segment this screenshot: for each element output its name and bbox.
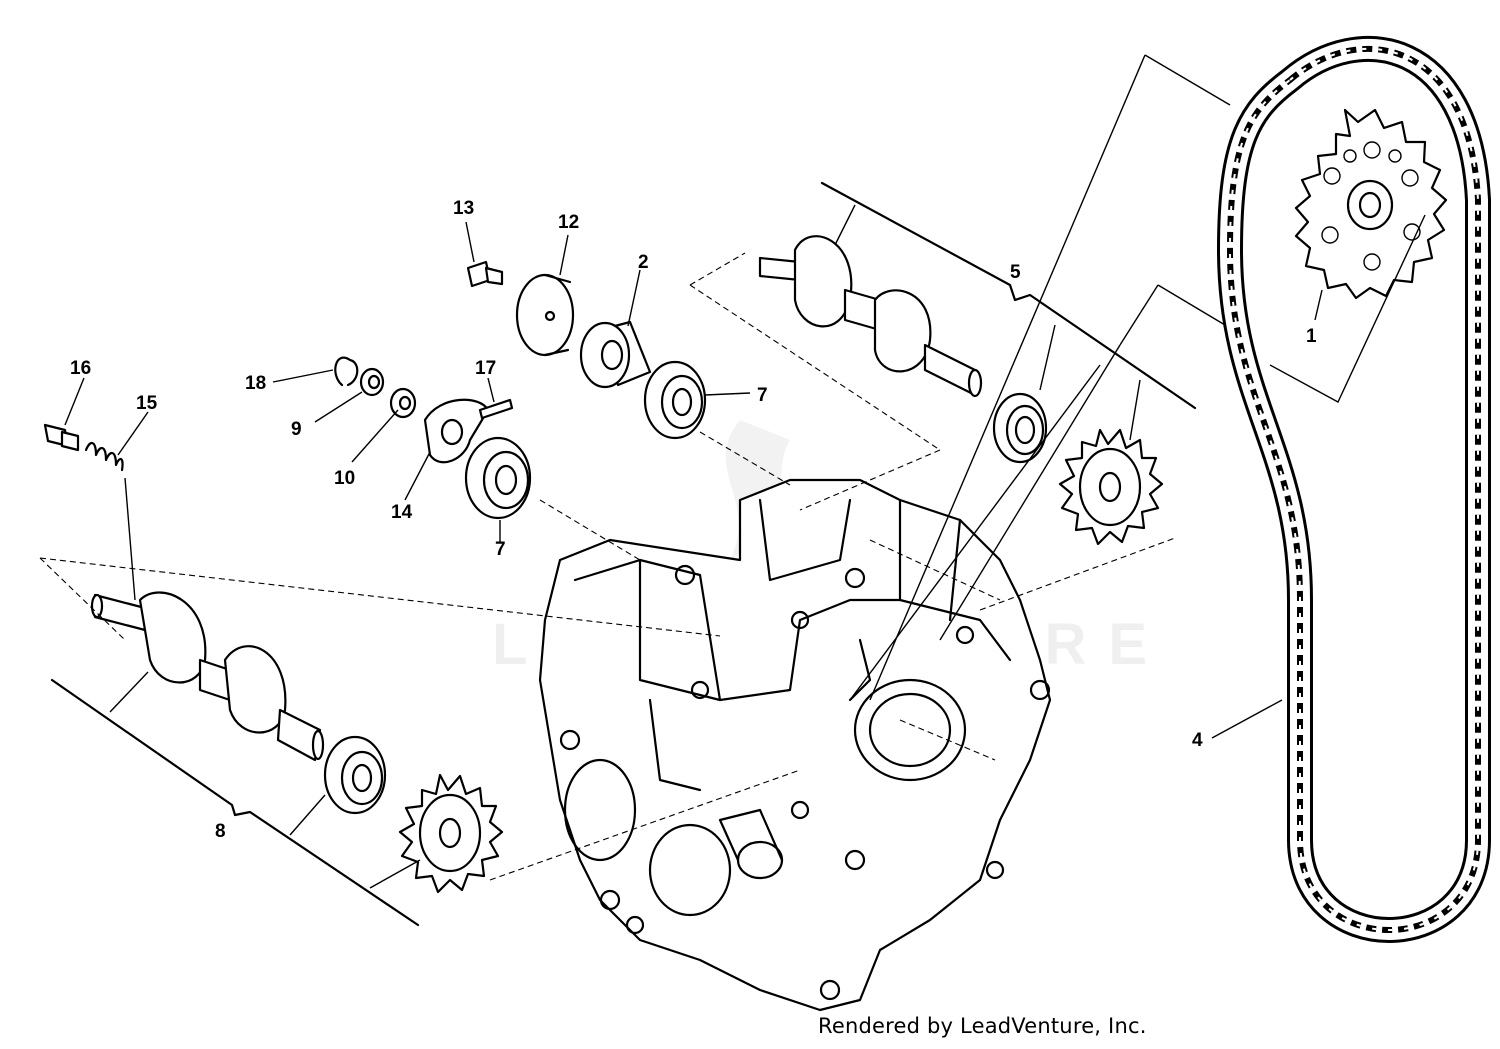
washer-9: [359, 367, 385, 397]
assembly-bracket-8: [50, 671, 421, 927]
spring-15: [84, 442, 124, 472]
part-label-5: 5: [1010, 262, 1021, 283]
alignment-lines: [39, 54, 1426, 881]
part-label-12: 12: [558, 212, 579, 233]
part-label-14: 14: [391, 502, 413, 523]
bolt-13: [466, 260, 504, 288]
part-label-18: 18: [245, 373, 266, 394]
part-label-7-lower: 7: [495, 539, 506, 560]
part-label-10: 10: [334, 468, 355, 489]
part-label-8: 8: [215, 821, 226, 842]
engine-crankcase: [538, 478, 1052, 1012]
bearing-7-upper: [643, 360, 707, 440]
pin-17: [478, 398, 514, 420]
leader-lines: [64, 221, 1323, 739]
part-label-15: 15: [136, 393, 158, 414]
camshaft-assembly-lower: [90, 591, 504, 894]
part-label-1: 1: [1306, 326, 1317, 347]
camshaft-assembly-upper: [758, 235, 1164, 546]
part-labels: 1 2 4 5 7 7 8 9 10 12 13 14 15 16 17 18: [70, 198, 1317, 842]
assembly-bracket-5: [820, 181, 1197, 441]
cam-sprocket-large: [1294, 108, 1448, 300]
washer-12: [515, 273, 575, 357]
cam-lobe-14: [423, 398, 490, 464]
drive-chain: [1216, 35, 1491, 943]
part-label-16: 16: [70, 358, 91, 379]
part-label-17: 17: [475, 358, 496, 379]
bearing-7-lower: [464, 436, 532, 520]
part-label-7-upper: 7: [757, 385, 768, 406]
render-credit: Rendered by LeadVenture, Inc.: [818, 1014, 1147, 1038]
part-label-9: 9: [291, 419, 302, 440]
part-label-4: 4: [1192, 730, 1203, 751]
part-label-13: 13: [453, 198, 474, 219]
washer-10: [389, 387, 417, 419]
part-label-2: 2: [638, 252, 649, 273]
circlip-18: [334, 356, 359, 387]
plug-16: [43, 423, 80, 452]
collar-2: [579, 320, 652, 389]
